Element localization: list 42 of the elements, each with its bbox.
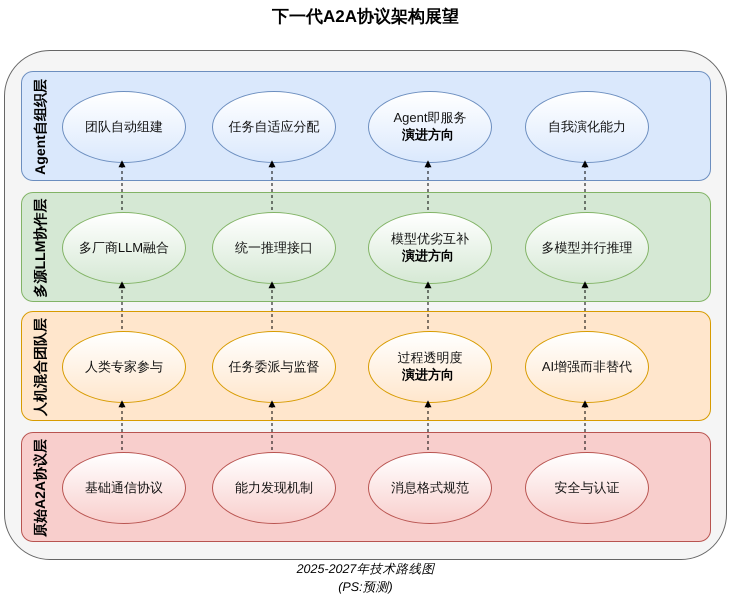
layer-band (21, 432, 711, 542)
feature-text: Agent即服务 (394, 109, 466, 127)
arrow (582, 400, 588, 450)
layer-band (21, 311, 711, 421)
feature-text: 多模型并行推理 (542, 239, 632, 257)
layer-band (21, 192, 711, 302)
feature-text: 团队自动组建 (85, 118, 163, 136)
feature-text: 消息格式规范 (391, 479, 469, 497)
arrow (118, 400, 126, 450)
container-box (4, 50, 727, 560)
title: 下一代A2A协议架构展望 (272, 7, 459, 26)
feature-text: 统一推理接口 (235, 239, 313, 257)
arrow (582, 160, 588, 210)
feature-text: 安全与认证 (554, 479, 620, 497)
arrow (268, 400, 276, 450)
layer-title: 人机混合团队层 (32, 318, 48, 416)
arrow (118, 160, 126, 210)
caption: 2025-2027年技术路线图 (PS:预测) (296, 562, 434, 594)
feature-text: 多厂商LLM融合 (78, 239, 170, 257)
feature-text: 基础通信协议 (85, 479, 163, 497)
feature-text: 过程透明度 (398, 349, 462, 367)
feature-text: AI增强而非替代 (542, 358, 632, 376)
layer-title: Agent自组织层 (32, 79, 48, 175)
arrow (582, 281, 588, 330)
layer-title: 多源LLM协作层 (32, 198, 48, 298)
feature-text: 任务自适应分配 (228, 118, 320, 136)
arrow (268, 160, 276, 210)
edge-label: 演进方向 (402, 367, 454, 382)
feature-text: 任务委派与监督 (228, 358, 320, 376)
arrow (268, 281, 276, 330)
layer-band (21, 71, 711, 181)
edge-label: 演进方向 (402, 248, 454, 263)
feature-text: 人类专家参与 (85, 358, 163, 376)
feature-text: 模型优劣互补 (391, 230, 469, 248)
feature-text: 自我演化能力 (548, 118, 626, 136)
feature-text: 能力发现机制 (235, 479, 313, 497)
layer-title: 原始A2A协议层 (32, 439, 48, 537)
arrow (424, 160, 432, 210)
arrow (424, 400, 432, 450)
arrow (118, 281, 126, 330)
edge-label: 演进方向 (402, 127, 454, 142)
arrow (424, 281, 432, 330)
